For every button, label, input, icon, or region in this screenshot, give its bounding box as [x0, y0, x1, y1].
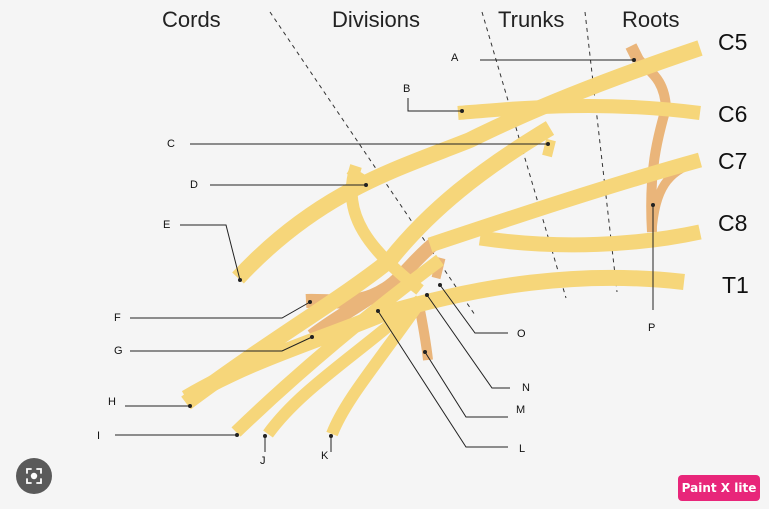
t1-lower-trunk [181, 269, 685, 405]
c7-root [427, 152, 703, 253]
leader-f [130, 301, 311, 319]
label-p: P [648, 322, 656, 334]
leader-m [424, 351, 508, 418]
label-f: F [114, 312, 121, 324]
root-c5: C5 [718, 29, 748, 55]
trunk-stub [542, 138, 556, 158]
label-d: D [190, 179, 198, 191]
root-c8: C8 [718, 210, 748, 236]
root-c7: C7 [718, 148, 748, 174]
leader-l [377, 310, 508, 448]
leader-dots [188, 58, 655, 438]
label-c: C [167, 138, 175, 150]
lateral-loop [345, 164, 424, 295]
label-l: L [519, 443, 526, 455]
label-o: O [517, 328, 526, 340]
label-e: E [163, 219, 171, 231]
header-divisions: Divisions [332, 7, 421, 32]
label-m: M [516, 404, 526, 416]
root-c6: C6 [718, 101, 748, 127]
label-b: B [403, 83, 411, 95]
lateral-stub [346, 166, 371, 186]
lens-search-button[interactable] [16, 458, 52, 494]
lens-icon [26, 468, 42, 484]
header-roots: Roots [622, 7, 680, 32]
label-i: I [97, 430, 101, 442]
label-j: J [260, 455, 266, 467]
leader-e [180, 224, 241, 281]
leader-o [439, 284, 508, 334]
region-dividers [269, 11, 618, 316]
label-a: A [451, 52, 459, 64]
label-k: K [321, 450, 329, 462]
leader-b [407, 98, 462, 112]
c8-root [478, 224, 702, 253]
upper-trunk-lateral-cord [232, 40, 703, 284]
paint-x-lite-badge: Paint X lite [678, 475, 760, 501]
label-g: G [114, 345, 123, 357]
c6-root [457, 98, 701, 120]
root-t1: T1 [722, 272, 749, 298]
leader-n [426, 294, 510, 389]
label-h: H [108, 396, 116, 408]
median-nerve [231, 254, 444, 437]
header-cords: Cords [162, 7, 221, 32]
leader-g [130, 336, 313, 352]
label-n: N [522, 382, 530, 394]
medial-cutaneous-nerve [326, 301, 423, 437]
leader-lines [115, 59, 654, 452]
ulnar-nerve [263, 295, 424, 438]
light-nerves [181, 40, 703, 438]
header-trunks: Trunks [498, 7, 565, 32]
dorsal-stub [625, 43, 644, 63]
